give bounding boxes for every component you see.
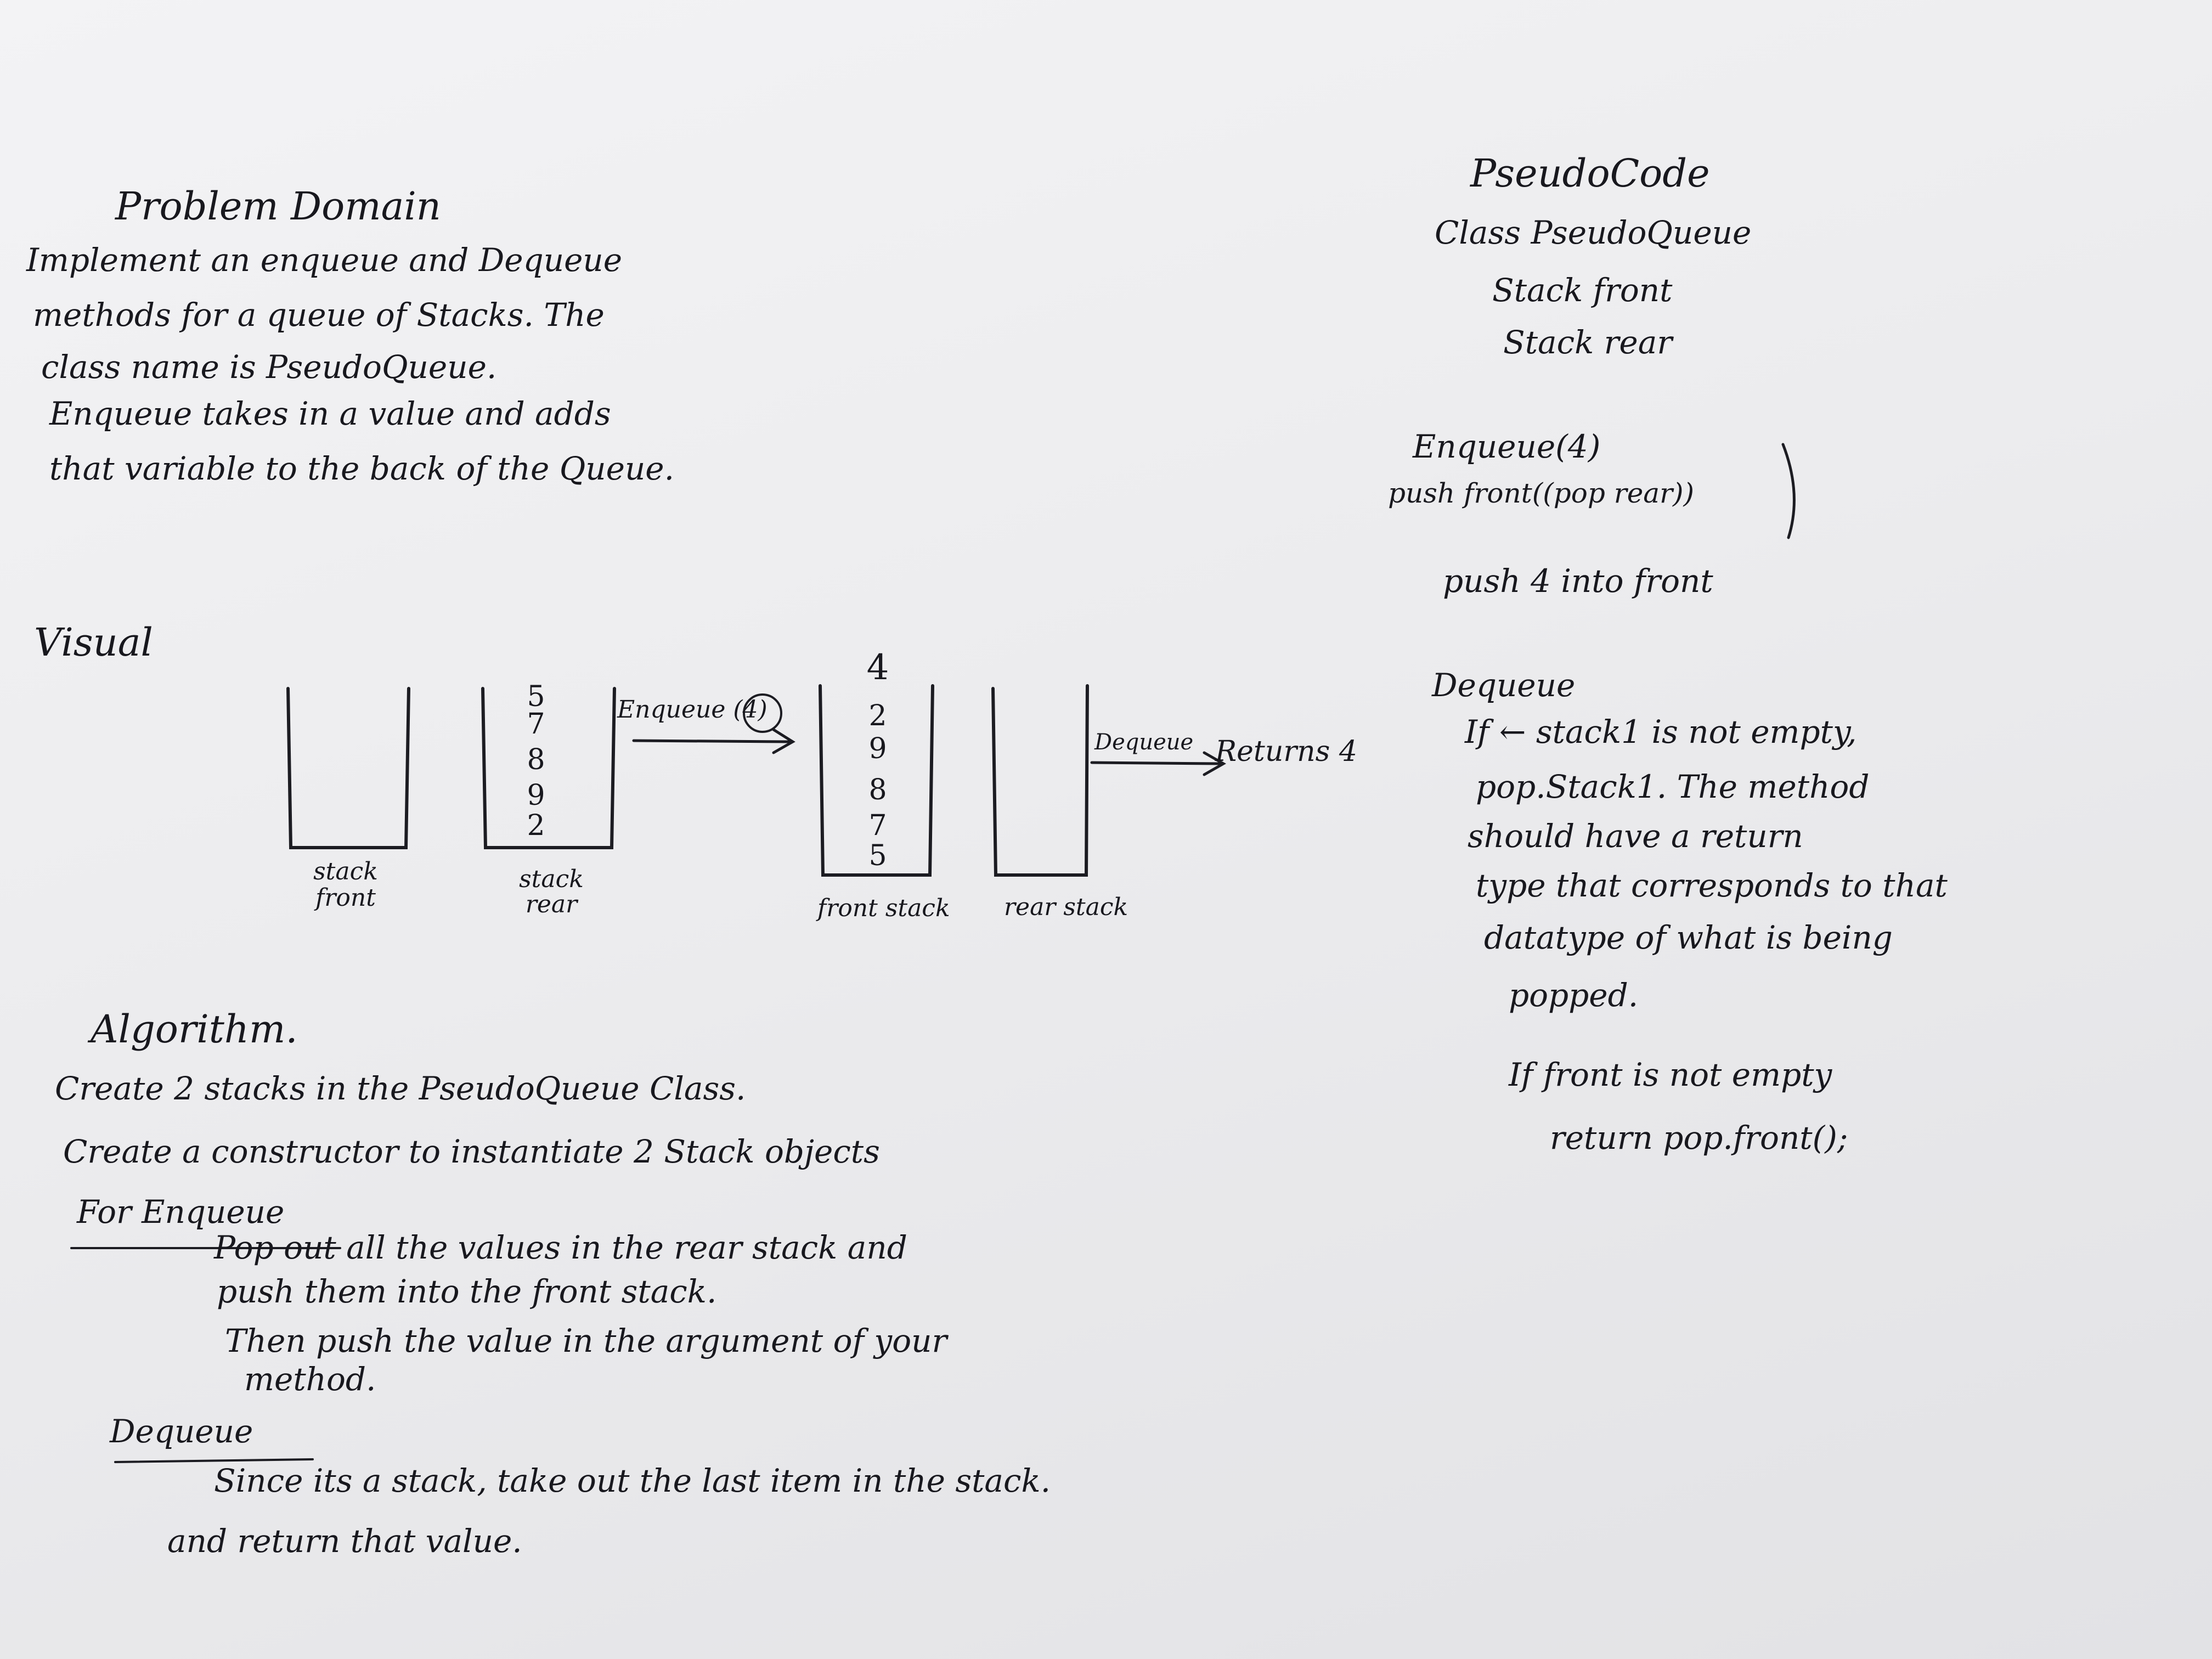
- pseudocode-field-rear: Stack rear: [1503, 324, 1673, 361]
- front-stack-container: [819, 684, 934, 877]
- front-stack-label: front stack: [817, 894, 950, 922]
- enqueue-step-4: method.: [244, 1361, 376, 1398]
- front-after-value: 4: [866, 647, 889, 688]
- enqueue-step-3: Then push the value in the argument of y…: [225, 1322, 947, 1359]
- problem-domain-title: Problem Domain: [115, 184, 441, 229]
- pseudocode-dequeue-line-1: If ← stack1 is not empty,: [1465, 713, 1857, 751]
- dequeue-step-2: and return that value.: [167, 1522, 522, 1560]
- pseudocode-title: PseudoCode: [1470, 151, 1710, 196]
- algorithm-line-2: Create a constructor to instantiate 2 St…: [63, 1133, 880, 1170]
- problem-line-4: Enqueue takes in a value and adds: [49, 395, 611, 432]
- pseudocode-front-line-2: return pop.front();: [1550, 1119, 1848, 1156]
- pseudocode-dequeue-line-4: type that corresponds to that: [1476, 867, 1948, 904]
- front-after-value: 2: [868, 699, 887, 732]
- problem-line-1: Implement an enqueue and Dequeue: [26, 241, 623, 279]
- pseudocode-dequeue-line-5: datatype of what is being: [1484, 919, 1893, 956]
- front-after-value: 7: [868, 809, 887, 842]
- problem-line-2: methods for a queue of Stacks. The: [33, 296, 605, 334]
- dequeue-underline: [114, 1458, 314, 1463]
- dequeue-heading: Dequeue: [110, 1413, 253, 1450]
- enqueue-step-2: push them into the front stack.: [217, 1273, 717, 1310]
- stack-rear-container: [481, 687, 616, 849]
- rear-value: 2: [527, 809, 545, 842]
- rear-value: 8: [527, 743, 545, 776]
- pseudocode-class: Class PseudoQueue: [1435, 214, 1752, 251]
- enqueue-label: Enqueue (4): [617, 696, 768, 724]
- pseudocode-dequeue-line-2: pop.Stack1. The method: [1476, 768, 1870, 805]
- enqueue-arrow: [632, 728, 795, 754]
- stack-front-container: [286, 687, 410, 849]
- push-front-brace: [1781, 443, 1796, 539]
- rear-value: 7: [527, 708, 545, 741]
- dequeue-label: Dequeue: [1094, 730, 1194, 755]
- front-after-value: 5: [868, 839, 887, 872]
- stack-rear-label: stack rear: [519, 865, 584, 918]
- stack-front-label: stack front: [313, 857, 378, 912]
- algorithm-title: Algorithm.: [91, 1007, 298, 1052]
- pseudocode-field-front: Stack front: [1492, 272, 1673, 309]
- rear-stack-container: [991, 684, 1089, 877]
- pseudocode-front-line-1: If front is not empty: [1509, 1056, 1832, 1093]
- problem-line-5: that variable to the back of the Queue.: [49, 450, 675, 487]
- dequeue-arrow: [1090, 751, 1227, 776]
- rear-stack-label: rear stack: [1004, 893, 1128, 921]
- enqueue-circle: [743, 693, 782, 733]
- pseudocode-dequeue-line-6: popped.: [1509, 977, 1639, 1014]
- front-after-value: 8: [868, 774, 887, 806]
- returns-label: Returns 4: [1215, 735, 1357, 768]
- enqueue-step-1: Pop out all the values in the rear stack…: [214, 1229, 907, 1266]
- rear-value: 9: [527, 779, 545, 812]
- pseudocode-enqueue-heading: Enqueue(4): [1413, 428, 1601, 465]
- dequeue-step-1: Since its a stack, take out the last ite…: [214, 1462, 1051, 1499]
- pseudocode-push-4: push 4 into front: [1443, 562, 1713, 600]
- pseudocode-push-front: push front((pop rear)): [1388, 477, 1695, 509]
- problem-line-3: class name is PseudoQueue.: [41, 348, 497, 386]
- visual-label: Visual: [34, 620, 153, 665]
- algorithm-line-1: Create 2 stacks in the PseudoQueue Class…: [55, 1070, 746, 1107]
- pseudocode-dequeue-line-3: should have a return: [1468, 817, 1803, 855]
- rear-value: 5: [527, 680, 545, 713]
- for-enqueue-heading: For Enqueue: [77, 1193, 285, 1231]
- front-after-value: 9: [868, 732, 887, 765]
- pseudocode-dequeue-heading: Dequeue: [1432, 667, 1576, 704]
